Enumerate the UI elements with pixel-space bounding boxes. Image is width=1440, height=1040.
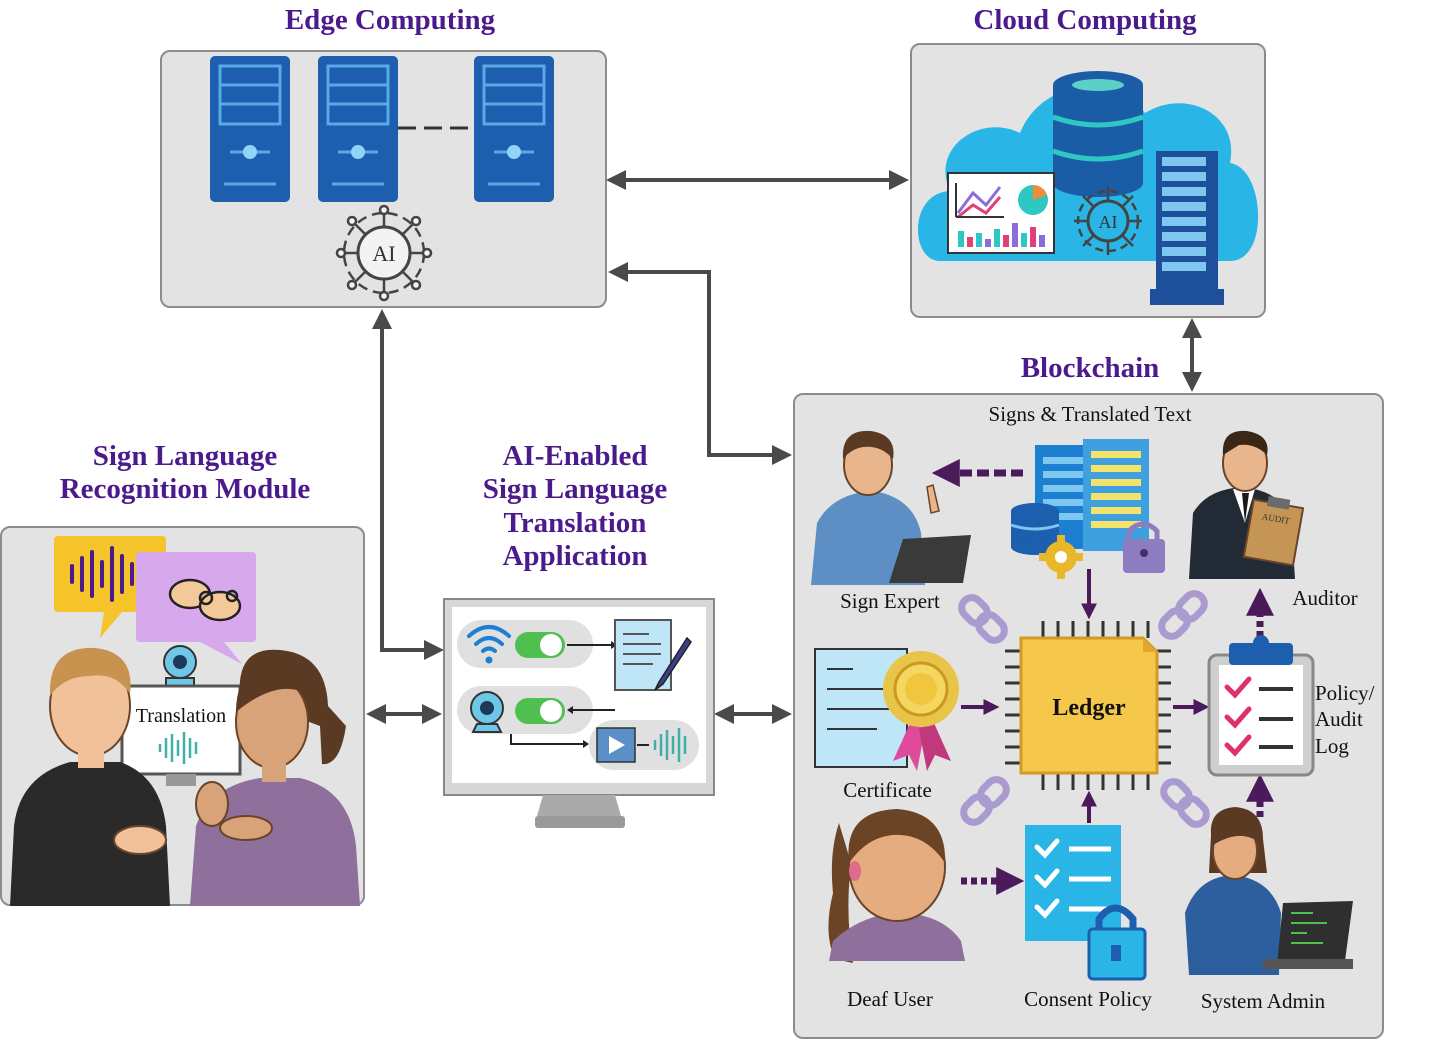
chain-link-icon [1160, 778, 1210, 828]
edge-computing-title: Edge Computing [284, 4, 496, 36]
deaf-user-illustration [828, 809, 965, 963]
auditor-illustration: AUDIT [1189, 430, 1305, 579]
camera-to-video-arrow [510, 734, 583, 745]
chain-link-icon [960, 776, 1010, 826]
video-play-icon [596, 727, 636, 763]
deaf-user-label: Deaf User [847, 987, 933, 1011]
edge-server-icon [474, 56, 554, 202]
edge-ai-label: AI [372, 241, 395, 266]
chain-link-icon [1158, 590, 1208, 640]
certificate-label: Certificate [843, 778, 932, 802]
recognition-title-line2: Recognition Module [59, 473, 311, 506]
hearing-person-illustration [10, 647, 170, 906]
audit-stamp-text: AUDIT [1261, 511, 1291, 526]
database-icon [1052, 71, 1144, 197]
cloud-ai-label: AI [1099, 212, 1118, 232]
sign-speech-bubble-icon [136, 552, 256, 664]
wifi-toggle[interactable] [515, 632, 565, 658]
translation-app-monitor [443, 598, 715, 828]
blockchain-graphics: AUDIT [811, 430, 1353, 981]
policy-audit-log-label: Policy/ Audit Log [1315, 680, 1385, 759]
audit-clipboard-icon: AUDIT [1242, 496, 1305, 567]
edge-app-arrow [372, 309, 444, 660]
audio-wave-icon [653, 728, 687, 762]
edge-servers: AI [210, 56, 554, 302]
analytics-chart-icon [947, 172, 1055, 254]
recognition-scene: Translation [10, 536, 360, 906]
app-title-line2: Sign Language [482, 473, 668, 506]
cloud-computing-title: Cloud Computing [973, 4, 1197, 36]
system-admin-label: System Admin [1200, 989, 1326, 1013]
document-pen-icon [614, 619, 692, 691]
chain-link-icon [958, 594, 1008, 644]
policy-label-line3: Log [1315, 733, 1349, 758]
ledger-chip [1005, 621, 1171, 790]
certificate-icon [814, 648, 959, 771]
translation-monitor: Translation [120, 684, 242, 786]
blockchain-title: Blockchain [1020, 352, 1160, 384]
cloud-contents: AI [917, 71, 1259, 305]
recognition-module-title: Sign Language Recognition Module [20, 440, 350, 507]
sign-expert-illustration [811, 430, 971, 585]
recognition-title-line1: Sign Language [92, 440, 278, 472]
edge-server-icon [210, 56, 290, 202]
deaf-person-illustration [190, 649, 360, 906]
consent-policy-label: Consent Policy [1024, 987, 1152, 1011]
policy-label-line1: Policy/ [1315, 681, 1375, 705]
ai-chip-icon: AI [335, 204, 433, 302]
app-title-line3: Translation [503, 506, 647, 539]
server-rack-icon [1150, 151, 1224, 305]
monitor-translation-text: Translation [136, 705, 226, 727]
camera-icon [470, 691, 504, 733]
data-server-lock-icon [1010, 439, 1165, 579]
padlock-icon [1123, 521, 1165, 573]
sign-expert-label: Sign Expert [840, 589, 940, 613]
policy-label-line2: Audit [1315, 707, 1363, 732]
cloud-ai-chip-icon: AI [1074, 187, 1142, 255]
camera-toggle[interactable] [515, 698, 565, 724]
system-admin-illustration [1185, 807, 1353, 975]
edge-server-icon [318, 56, 398, 202]
ledger-label: Ledger [1052, 695, 1126, 721]
edge-blockchain-arrow [608, 262, 792, 465]
gear-icon [1039, 535, 1083, 579]
wifi-icon [467, 625, 511, 664]
app-title-line4: Application [502, 540, 648, 573]
consent-policy-icon [1025, 825, 1147, 981]
webcam-icon [163, 645, 197, 687]
auditor-label: Auditor [1292, 586, 1358, 610]
blockchain-header-label: Signs & Translated Text [988, 402, 1192, 426]
policy-audit-log-icon [1207, 635, 1315, 777]
